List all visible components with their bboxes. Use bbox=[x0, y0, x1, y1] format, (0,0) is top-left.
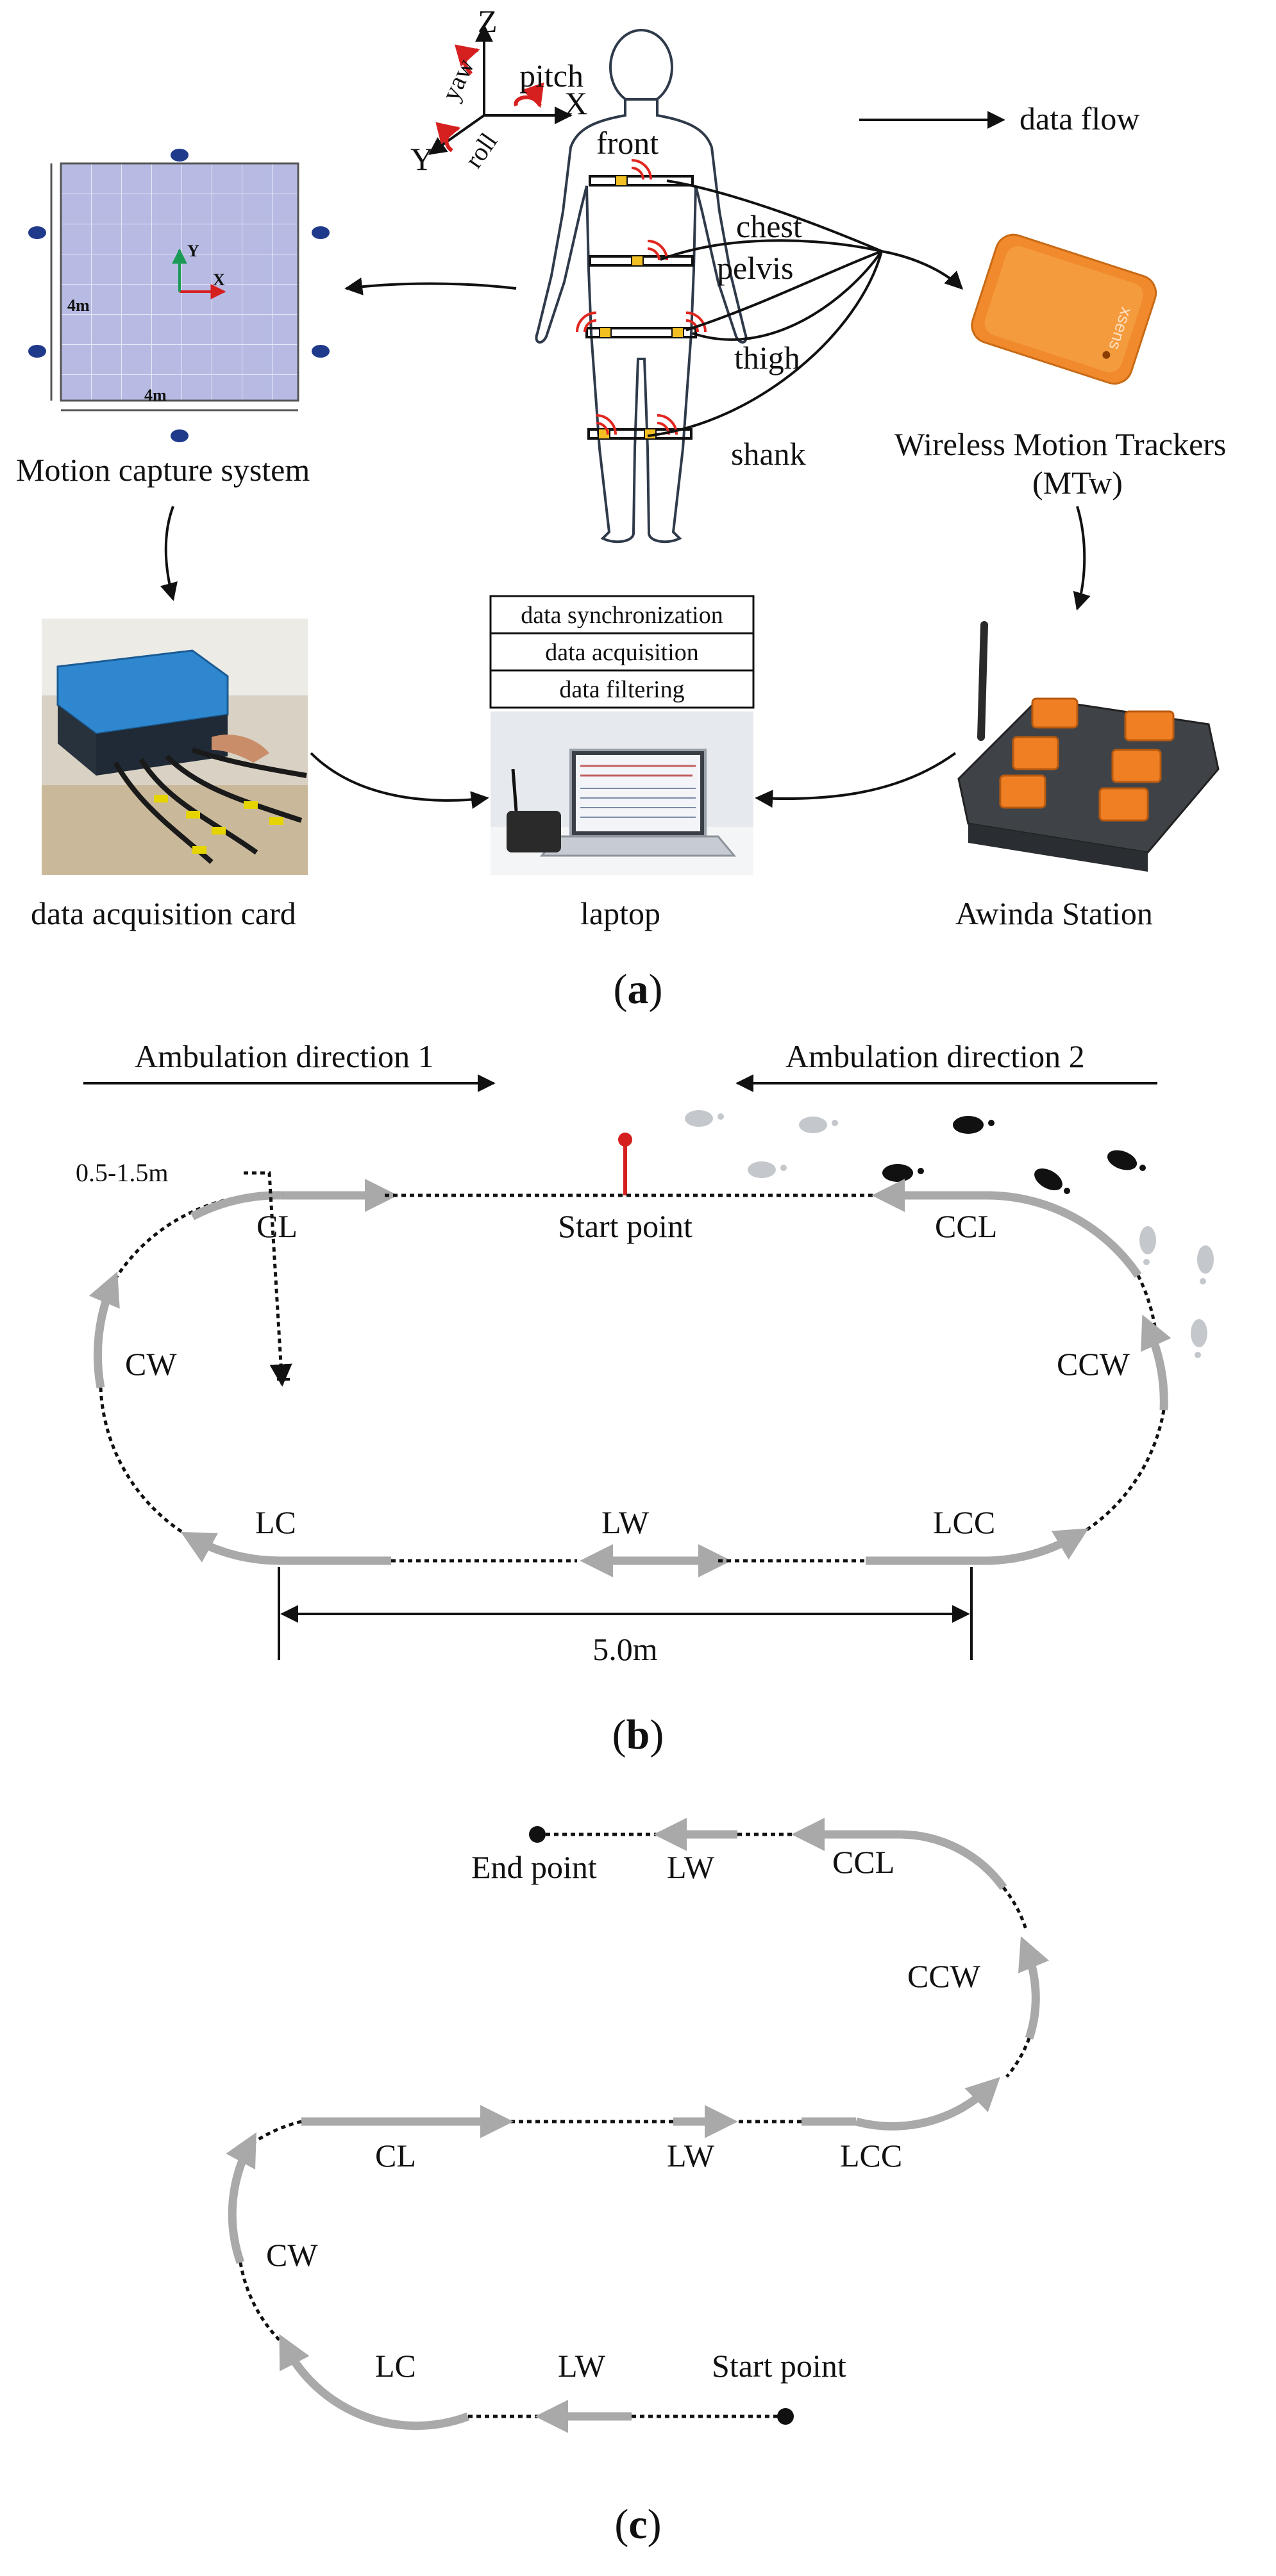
seg-c-lw-top: LW bbox=[667, 1849, 715, 1885]
panel-c: End point LW CCL CCW CL LW LCC CW LC LW … bbox=[226, 1818, 1049, 2548]
caption-a: (a) bbox=[614, 966, 663, 1013]
yaw-rotation-icon bbox=[454, 44, 480, 76]
processing-steps: data synchronization data acquisition da… bbox=[489, 595, 755, 709]
arrow-body-to-mocap bbox=[344, 277, 517, 295]
start-label-c: Start point bbox=[712, 2348, 846, 2384]
direction-1-label: Ambulation direction 1 bbox=[135, 1038, 434, 1074]
arrow-mocap-to-daq bbox=[160, 506, 178, 601]
width-dimension: 5.0m bbox=[278, 1567, 973, 1667]
panel-b: Ambulation direction 1 Ambulation direct… bbox=[76, 1038, 1214, 1758]
laptop-photo: laptop bbox=[491, 711, 753, 931]
label-pelvis: pelvis bbox=[717, 250, 793, 286]
seg-c-lw-mid: LW bbox=[667, 2138, 715, 2173]
legend-label: data flow bbox=[1020, 101, 1139, 137]
roll-rotation-icon bbox=[435, 122, 461, 153]
seg-c-cw: CW bbox=[266, 2237, 318, 2273]
radius-indicator bbox=[244, 1171, 292, 1387]
axis-x-label: X bbox=[564, 85, 587, 121]
human-body-outline bbox=[535, 29, 748, 544]
seg-ccl: CCL bbox=[935, 1208, 997, 1244]
end-label: End point bbox=[471, 1849, 597, 1885]
mocap-title: Motion capture system bbox=[16, 452, 310, 488]
panel-a: Z X Y yaw pitch roll data flow bbox=[16, 3, 1226, 1013]
roll-label: roll bbox=[459, 128, 503, 173]
mtw-title-1: Wireless Motion Trackers bbox=[894, 426, 1226, 462]
step-acquisition: data acquisition bbox=[545, 639, 699, 666]
awinda-station: Awinda Station bbox=[955, 621, 1220, 931]
start-label: Start point bbox=[558, 1208, 693, 1244]
start-pin-head bbox=[618, 1133, 632, 1147]
arrow-mtw-to-station bbox=[1073, 506, 1091, 611]
seg-c-cl: CL bbox=[375, 2138, 416, 2173]
axis-z-label: Z bbox=[478, 3, 498, 39]
caption-c: (c) bbox=[614, 2501, 661, 2548]
daq-card-photo: data acquisition card bbox=[31, 619, 308, 931]
seg-cl: CL bbox=[256, 1208, 298, 1244]
footprints-icon bbox=[685, 1110, 1214, 1358]
mtw-device: xsens Wireless Motion Trackers (MTw) bbox=[894, 233, 1226, 501]
axis-y-label: Y bbox=[410, 141, 433, 177]
seg-c-lcc: LCC bbox=[840, 2138, 902, 2173]
mocap-dim-w: 4m bbox=[144, 386, 167, 404]
data-flow-legend: data flow bbox=[859, 101, 1139, 137]
width-label: 5.0m bbox=[592, 1631, 658, 1667]
pitch-rotation-icon bbox=[514, 82, 544, 108]
arrow-daq-to-laptop bbox=[310, 752, 489, 810]
seg-c-lw-bot: LW bbox=[558, 2348, 606, 2384]
mocap-axis-y: Y bbox=[187, 242, 199, 260]
sensor-link-curves bbox=[647, 179, 963, 437]
label-chest: chest bbox=[736, 208, 802, 244]
seg-c-ccw: CCW bbox=[907, 1958, 981, 1994]
seg-lw: LW bbox=[601, 1504, 650, 1540]
label-thigh: thigh bbox=[734, 340, 800, 376]
mocap-axis-x: X bbox=[213, 270, 225, 289]
seg-cw: CW bbox=[125, 1346, 177, 1382]
direction-2-label: Ambulation direction 2 bbox=[785, 1038, 1085, 1074]
yaw-label: yaw bbox=[435, 54, 480, 105]
sensor-chest bbox=[589, 240, 694, 267]
sensor-pelvis-thigh bbox=[576, 312, 707, 338]
camera-icon bbox=[28, 149, 330, 442]
caption-b: (b) bbox=[612, 1711, 664, 1758]
body-sensors bbox=[576, 159, 707, 440]
mocap-dim-h: 4m bbox=[67, 296, 90, 315]
label-front: front bbox=[596, 125, 659, 161]
radius-label: 0.5-1.5m bbox=[76, 1158, 168, 1187]
sensor-axes: Z X Y yaw pitch roll bbox=[410, 3, 587, 177]
seg-c-lc: LC bbox=[375, 2348, 416, 2384]
track-oval bbox=[88, 1179, 1171, 1577]
seg-lcc: LCC bbox=[933, 1504, 995, 1540]
seg-ccw: CCW bbox=[1057, 1346, 1130, 1382]
laptop-title: laptop bbox=[580, 895, 660, 931]
label-shank: shank bbox=[731, 436, 806, 472]
step-synchronization: data synchronization bbox=[521, 602, 723, 629]
mocap-system: X Y 4m 4m Motion capture system bbox=[16, 149, 330, 488]
mtw-title-2: (MTw) bbox=[1032, 465, 1123, 501]
sensor-front bbox=[589, 159, 694, 187]
pitch-label: pitch bbox=[519, 58, 583, 94]
start-point-dot bbox=[777, 2408, 794, 2425]
station-title: Awinda Station bbox=[955, 895, 1153, 931]
daq-title: data acquisition card bbox=[31, 895, 296, 931]
arrow-station-to-laptop bbox=[755, 752, 957, 808]
seg-c-ccl: CCL bbox=[832, 1844, 894, 1880]
sensor-shank bbox=[587, 414, 693, 440]
step-filtering: data filtering bbox=[559, 676, 684, 703]
seg-lc: LC bbox=[255, 1504, 296, 1540]
